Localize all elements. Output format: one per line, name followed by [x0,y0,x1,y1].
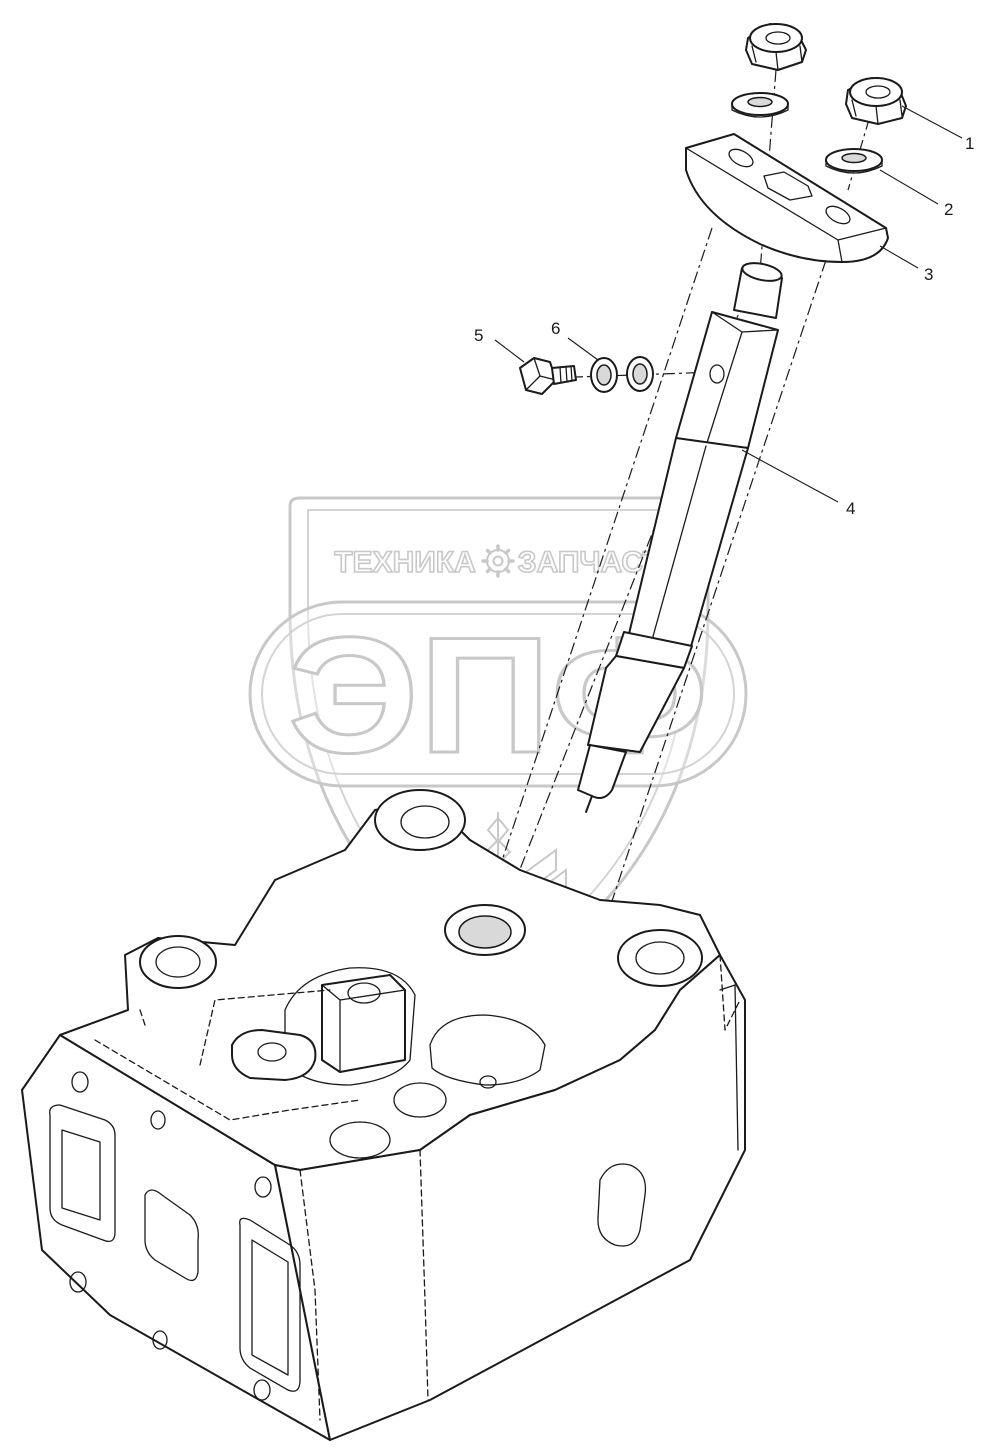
callout-6: 6 [551,319,560,338]
clamp-slot [763,171,813,201]
front-window-right [239,1217,301,1392]
callout-3: 3 [924,265,933,284]
clamp-hole-right [825,205,851,225]
part-2-washers [731,92,883,174]
part-5-banjo-bolt [519,357,577,395]
valve-chamber-left [284,967,416,1086]
top-boss [139,935,217,989]
part-4-injector [577,262,783,813]
bolt-hole [152,1330,168,1350]
bolt-hole [150,1110,166,1130]
front-window-center [144,1189,199,1282]
injector-lower-body [587,655,685,753]
bolt-hole [69,1271,87,1293]
valve-chamber-right [429,1014,546,1086]
bolt-thread [551,365,577,385]
side-port [597,1163,647,1247]
callout-5: 5 [474,326,483,345]
callout-labels: 1 2 3 4 5 6 [474,134,974,518]
top-hole [393,1082,447,1118]
clamp-hole-left [728,148,754,168]
watermark-left-word: ТЕХНИКА [334,546,476,579]
flat-washer [825,148,883,174]
watermark-badge-inner [261,613,735,775]
cylinder-head-side-face [274,954,746,1441]
gear-icon [481,544,515,578]
top-hole [329,1121,391,1159]
leader-lines [494,105,963,503]
injector-port [709,364,725,384]
callout-2: 2 [944,200,953,219]
top-boss [617,929,703,987]
callout-1: 1 [965,134,974,153]
rocker-bracket [231,1029,317,1081]
bolt-hole [254,1176,272,1198]
bolt-hole [71,1071,89,1093]
bolt-hole [253,1379,271,1401]
part-1-nuts [745,23,907,125]
bolt-head [519,357,557,395]
top-boss [374,789,466,851]
part-3-injector-clamp [685,133,889,263]
callout-4: 4 [846,499,855,518]
hex-nut [745,23,807,71]
rocker-post [321,974,406,1073]
injector-shaft [627,437,749,651]
flat-washer [731,92,789,118]
front-window-left [49,1104,116,1243]
hex-nut [845,77,907,125]
part-6-sealing-washers [590,356,654,393]
cylinder-head [21,789,746,1441]
